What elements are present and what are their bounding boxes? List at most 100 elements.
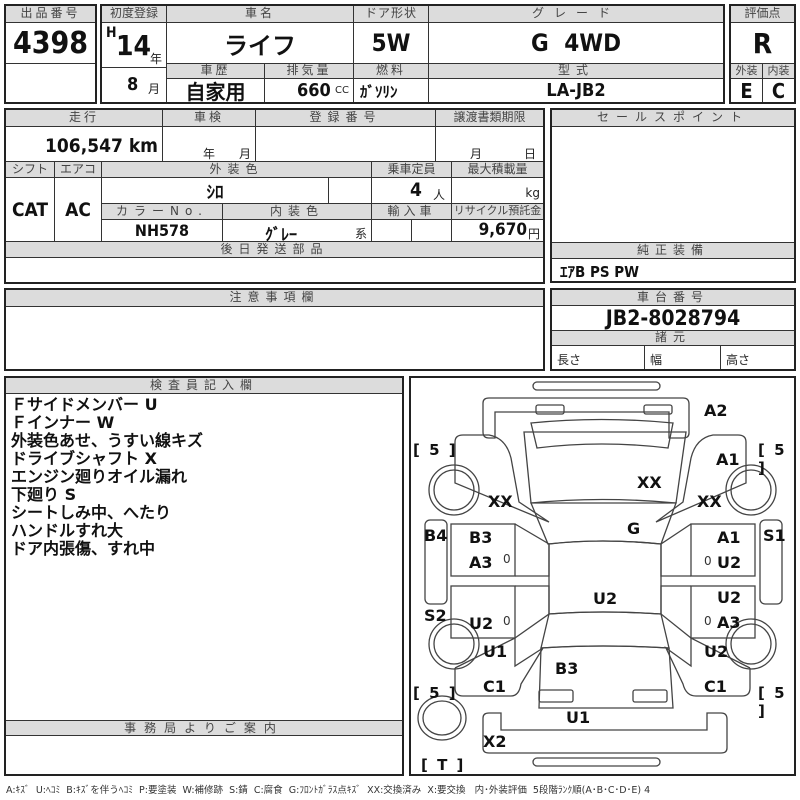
displacement-unit: CC [335,85,349,96]
reg-number-value [256,127,436,162]
right-sill [759,519,783,605]
tire-rl-inner [433,623,475,665]
sales-point-label: セールスポイント [552,110,794,127]
recycle-label: リサイクル預託金 [452,204,543,220]
mark-hood: XX [637,473,662,492]
aircon-label: エアコン [55,162,102,178]
front-strip [532,381,661,391]
mark-right-sill: S1 [763,526,786,545]
ext-color-value: ｼﾛ [102,178,329,204]
inspector-label: 検査員記入欄 [6,378,402,394]
rl-door [450,585,516,639]
score-ext-label: 外装 [731,64,763,79]
transfer-deadline-label: 譲渡書類期限 [436,110,543,127]
displacement-value: 660 [297,80,331,101]
mark-fl-door-2: A3 [469,553,493,572]
inspector-line: エンジン廻りオイル漏れ [11,467,188,486]
inspection-year-unit: 年 [203,147,216,161]
tire-rr-outer [725,618,777,670]
tailgate [538,645,674,709]
first-reg-month-cell: 8 月 [102,68,167,102]
left-sill [424,519,448,605]
first-reg-year: 14 [116,29,152,62]
later-parts-label: 後日発送部品 [6,242,543,258]
recycle-value: 9,670 [478,220,527,240]
tire-mark-rr: [ 5 ] [758,684,787,720]
lot-label: 出品番号 [6,6,95,23]
front-grille-right [643,404,673,415]
reg-number-label: 登録番号 [256,110,436,127]
vehicle-info-box: 初度登録 H 14 年 8 月 車名 ライフ 車歴 自家用 排気量 660 CC… [100,4,725,104]
rr-door [690,585,756,639]
tire-rr-inner [730,623,772,665]
notes-label: 注意事項欄 [6,290,543,307]
chassis-box: 車台番号 JB2-8028794 諸元 長さ 幅 高さ [550,288,796,371]
inspection-cell: 年 月 [163,127,256,162]
first-reg-month: 8 [127,74,139,95]
max-load-label: 最大積載量 [452,162,543,178]
first-reg-month-unit: 月 [147,82,160,96]
cowl [530,418,674,449]
legend: A:ｷｽﾞ U:ﾍｺﾐ B:ｷｽﾞを伴うﾍｺﾐ P:要塗装 W:補修跡 S:錆 … [6,785,651,796]
mark-rr-door-1: U2 [717,588,742,607]
mileage-label: 走行 [6,110,163,127]
rear-strip [532,757,661,767]
int-color-cell: ｸﾞﾚｰ 系 [223,220,372,242]
rl-quarter [454,636,544,697]
rl-window [514,585,550,639]
office-label: 事務局よりご案内 [6,720,402,736]
mark-zero: 0 [704,614,712,628]
capacity-value: 4 [410,179,422,201]
car-name-label: 車名 [167,6,354,23]
rr-window [660,585,692,639]
mark-fl-fender: XX [488,492,513,511]
tire-mark-spare: [ T ] [421,756,466,774]
inspector-line: シートしみ中、へたり [11,503,172,522]
score-label: 評価点 [731,6,794,23]
shift-value: CAT [6,178,55,242]
mark-fr-door-2: U2 [717,553,742,572]
inspector-line: ドア内張傷、すれ中 [11,539,156,558]
tire-fr-inner [730,469,772,511]
score-value: R [731,23,794,64]
tire-mark-fl: [ 5 ] [413,441,458,459]
specs-height: 高さ [726,353,751,367]
door-label: ドア形状 [354,6,429,23]
max-load-cell: kg [452,178,543,204]
mark-fr-door-1: A1 [717,528,741,547]
import-cell-2 [412,220,452,242]
transfer-day-unit: 日 [524,147,537,161]
inspector-line: 外装色あせ、うすい線キズ [11,431,204,450]
tire-spare-inner [422,700,462,736]
windshield [530,498,677,545]
mark-zero: 0 [704,554,712,568]
details-box: 走行 車検 登録番号 譲渡書類期限 106,547 km 年 月 月 日 シフト… [4,108,545,284]
specs-width: 幅 [645,346,721,369]
transfer-deadline-cell: 月 日 [436,127,543,162]
recycle-cell: 9,670 円 [452,220,543,242]
int-color-value: ｸﾞﾚｰ [265,225,298,242]
rear-lamp-left [538,689,574,703]
inspector-lines: Ｆサイドメンバー U Ｆインナー W 外装色あせ、うすい線キズ ドライブシャフト… [11,396,203,558]
int-color-suffix: 系 [354,227,367,241]
later-parts-value [6,258,543,282]
equipment-value: ｴｱB PS PW [560,263,640,281]
score-ext-value: E [731,79,763,102]
rear-window [540,611,670,649]
fr-door [690,523,756,577]
mileage-value: 106,547 km [6,127,163,162]
max-load-unit: kg [525,186,540,200]
car-diagram-box: [ 5 ] [ 5 ] [ 5 ] [ 5 ] [ T ] A2 A1 XX X… [409,376,796,776]
first-reg-label: 初度登録 [102,6,167,23]
tire-rl-outer [428,618,480,670]
hood [523,431,687,504]
chassis-label: 車台番号 [552,290,794,306]
fl-window [514,523,550,577]
mark-fl-door-1: B3 [469,528,493,547]
front-bumper [482,397,690,439]
capacity-label: 乗車定員 [372,162,452,178]
sales-point-value [552,127,794,243]
mark-windshield: G [627,519,641,538]
chassis-value: JB2-8028794 [552,306,794,331]
mark-left-sill-rear: S2 [424,606,447,625]
